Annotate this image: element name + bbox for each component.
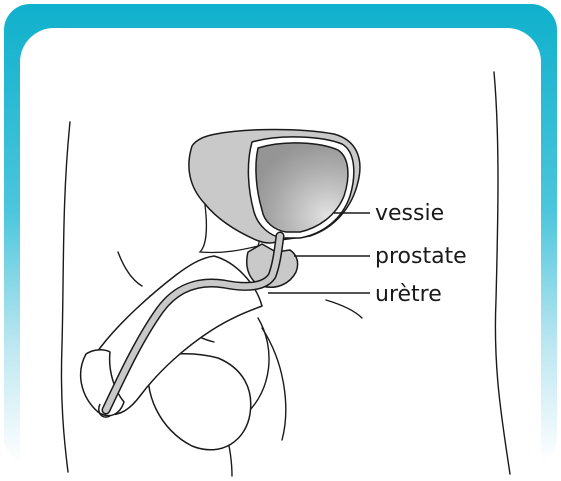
groin-left-line bbox=[118, 252, 142, 286]
urethra-label: urètre bbox=[375, 282, 442, 307]
bladder-label: vessie bbox=[375, 201, 444, 226]
prostate-label: prostate bbox=[375, 244, 467, 269]
right-hip-line bbox=[494, 72, 510, 474]
left-hip-line bbox=[61, 122, 70, 472]
right-groin-line bbox=[326, 300, 362, 318]
